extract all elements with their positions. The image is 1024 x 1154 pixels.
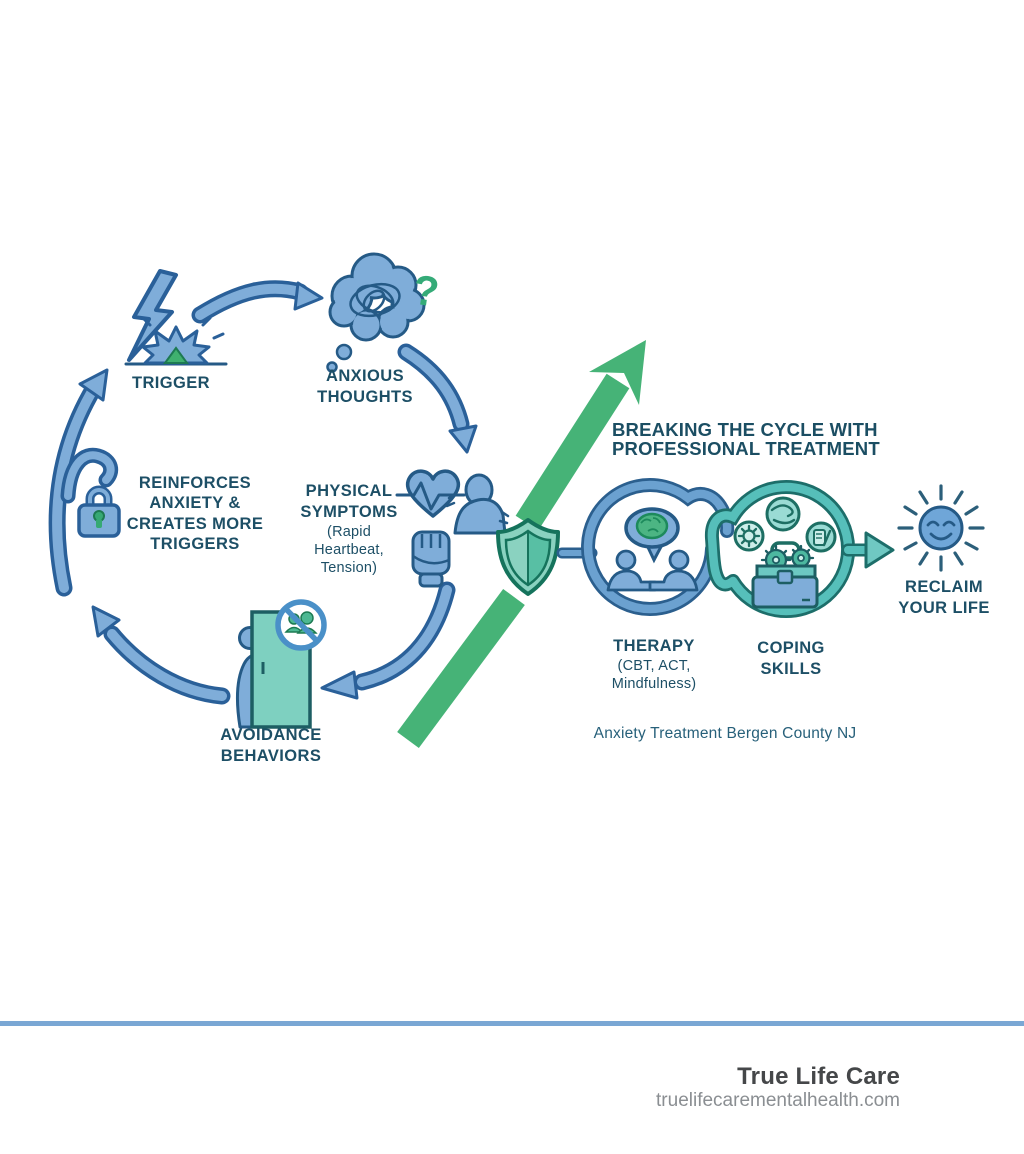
arrow-thoughts-to-symptoms bbox=[397, 343, 478, 454]
arrow-trigger-to-thoughts bbox=[191, 280, 324, 324]
tense-person-icon bbox=[445, 473, 510, 535]
coping-circle-icon bbox=[704, 480, 856, 618]
no-people-sign-icon bbox=[275, 599, 327, 651]
footer-brand: True Life Care bbox=[737, 1063, 900, 1090]
sun-icon bbox=[897, 484, 985, 572]
coping-skills-label: COPING SKILLS bbox=[757, 639, 825, 678]
speech-bubble-brain-icon bbox=[624, 507, 680, 564]
wind-badge-icon bbox=[765, 496, 801, 532]
reclaim-your-life-label: RECLAIM YOUR LIFE bbox=[898, 578, 990, 617]
fist-icon bbox=[411, 530, 451, 588]
trigger-label: TRIGGER bbox=[132, 374, 210, 392]
footer-website: truelifecarementalhealth.com bbox=[656, 1090, 900, 1111]
breakthrough-arrow-icon bbox=[397, 340, 646, 749]
physical-symptoms-label: PHYSICAL SYMPTOMS (Rapid Heartbeat, Tens… bbox=[300, 482, 398, 576]
seo-caption: Anxiety Treatment Bergen County NJ bbox=[593, 725, 857, 742]
arrow-loop-to-trigger bbox=[48, 368, 119, 597]
avoidance-behaviors-label: AVOIDANCE BEHAVIORS bbox=[220, 726, 322, 765]
anxious-thoughts-label: ANXIOUS THOUGHTS bbox=[317, 367, 413, 406]
thought-cloud-icon: ? bbox=[326, 252, 442, 373]
question-mark: ? bbox=[410, 266, 442, 316]
avoidance-door-icon bbox=[235, 599, 327, 729]
gear-badge-icon bbox=[733, 520, 765, 552]
lock-icon bbox=[77, 485, 121, 538]
sun-rays bbox=[897, 484, 985, 572]
lightning-icon bbox=[127, 269, 178, 362]
shield-icon bbox=[496, 518, 560, 596]
journal-badge-icon bbox=[805, 521, 837, 553]
trigger-icon bbox=[124, 269, 228, 366]
therapy-label: THERAPY (CBT, ACT, Mindfulness) bbox=[611, 637, 697, 692]
reinforcement-label: REINFORCES ANXIETY & CREATES MORE TRIGGE… bbox=[126, 474, 264, 554]
talking-people-icons bbox=[606, 549, 699, 592]
arrow-avoidance-to-loop bbox=[91, 605, 231, 705]
therapy-circle-icon bbox=[581, 478, 735, 616]
toolbox-icon bbox=[751, 541, 819, 609]
arrow-symptoms-to-avoidance bbox=[320, 581, 456, 700]
heart-pulse-icon bbox=[395, 469, 466, 518]
footer-divider bbox=[0, 1021, 1024, 1026]
scribble bbox=[349, 282, 401, 318]
treatment-heading: BREAKING THE CYCLE WITH PROFESSIONAL TRE… bbox=[612, 419, 880, 460]
coping-to-reclaim-arrow bbox=[841, 531, 895, 569]
